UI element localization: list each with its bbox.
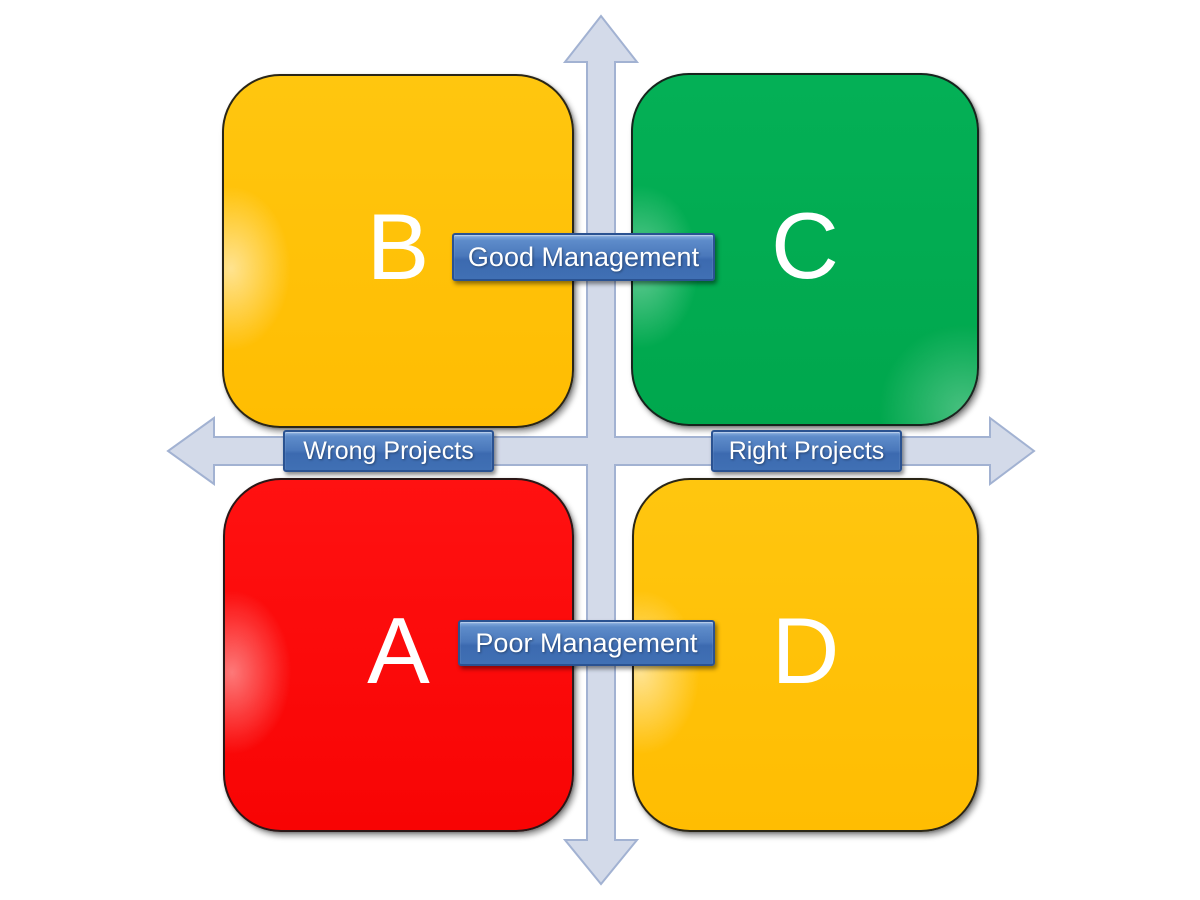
axis-label-wrong-projects-text: Wrong Projects [303,436,474,465]
quadrant-d-letter: D [771,598,840,703]
axes-arrow-shape [166,14,1036,886]
quadrant-a-letter: A [367,598,430,703]
axis-label-right-projects-text: Right Projects [728,436,885,465]
quadrant-b-letter: B [366,194,430,299]
axis-label-good-management-text: Good Management [467,241,700,272]
axis-label-wrong-projects: Wrong Projects [283,430,494,472]
axis-label-poor-management-text: Poor Management [475,627,698,658]
quadrant-a: A [223,478,574,832]
axis-label-right-projects: Right Projects [711,430,902,472]
quadrant-c-letter: C [771,192,839,298]
axis-label-good-management: Good Management [452,233,715,281]
axis-label-poor-management: Poor Management [458,620,715,666]
